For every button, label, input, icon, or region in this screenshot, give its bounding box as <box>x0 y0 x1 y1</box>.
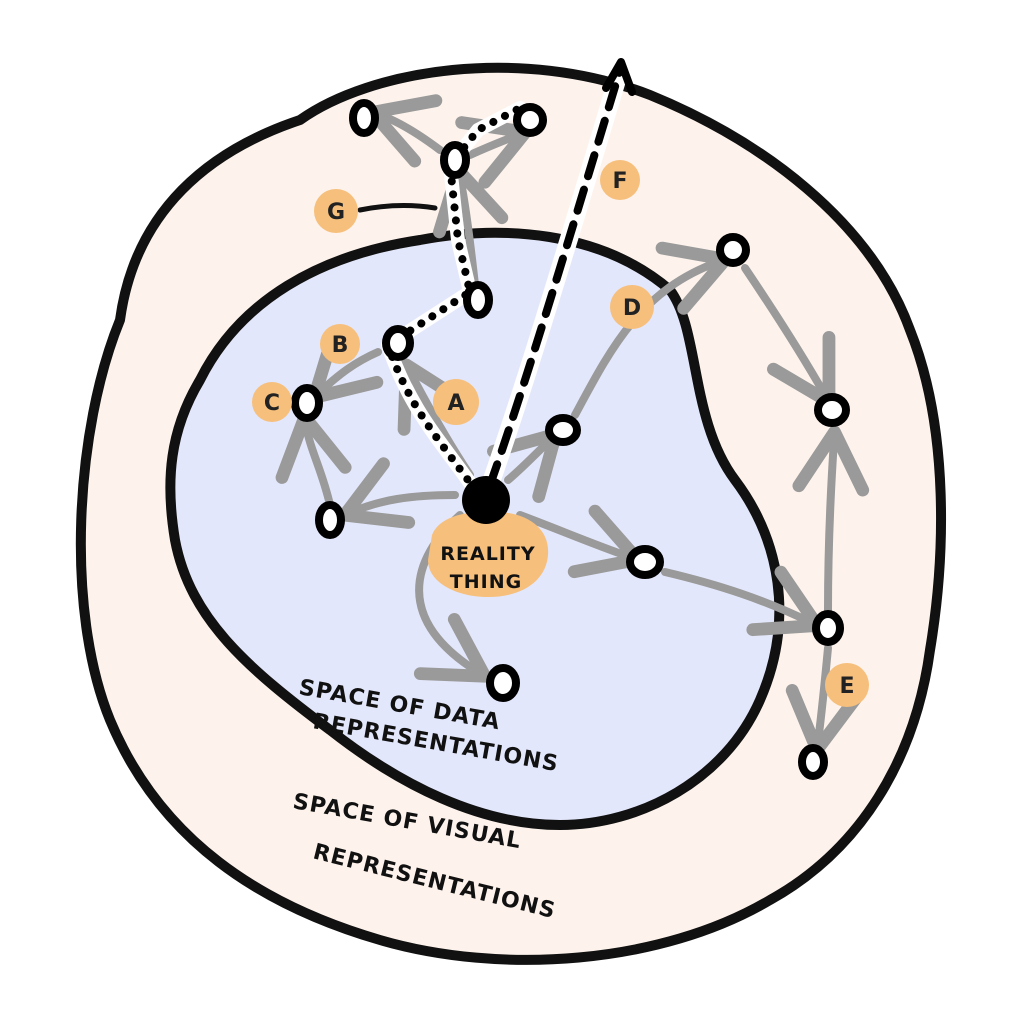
reality-thing-label-line2: THING <box>450 571 522 593</box>
badge-g-label: G <box>327 200 345 225</box>
arrow-top-right-to-right <box>741 264 836 409</box>
badge-e-label: E <box>839 674 854 699</box>
node-d-path <box>545 414 581 446</box>
reality-thing-label-line1: REALITY <box>440 543 535 565</box>
arrow-upper-to-top-right <box>455 116 532 189</box>
chevron-f-arrowhead <box>602 58 636 96</box>
node-mid-right <box>626 545 664 579</box>
arrow-upper-to-top-left <box>366 94 444 168</box>
node-top-left <box>349 99 379 137</box>
nodes <box>291 99 850 780</box>
node-left <box>315 501 345 539</box>
chevron-path-f <box>481 58 636 494</box>
node-top-far-right <box>716 233 750 267</box>
dotted-path-g <box>381 101 527 497</box>
node-bottom-right <box>798 744 828 780</box>
badge-b: B <box>320 324 360 364</box>
badge-e: E <box>825 663 869 707</box>
node-top-right <box>513 103 547 137</box>
node-inner-top <box>463 281 493 319</box>
arrow-center-to-d-node <box>487 427 563 503</box>
badge-f-label: F <box>612 169 627 194</box>
node-right <box>814 393 850 427</box>
badge-f: F <box>600 160 640 200</box>
arrow-left-to-c <box>275 410 352 509</box>
arrow-right-low-to-bottom-right <box>785 644 863 757</box>
node-right-low <box>812 610 844 646</box>
badge-c: C <box>252 382 292 422</box>
badge-g-connector <box>357 203 438 213</box>
badges: A B C D E F G <box>252 160 869 707</box>
reality-thing-blob <box>428 511 549 598</box>
node-upper <box>440 141 470 179</box>
badge-b-label: B <box>332 333 349 358</box>
arrow-right-low-to-right <box>792 425 870 614</box>
arrow-mid-right-to-right-low <box>661 565 824 637</box>
node-c <box>291 384 323 422</box>
node-bottom <box>486 664 520 702</box>
arrow-b-to-c <box>307 329 384 404</box>
badge-g: G <box>314 189 358 233</box>
node-b <box>382 325 414 361</box>
badge-d-label: D <box>623 296 641 321</box>
arrow-center-to-left <box>338 457 459 529</box>
badge-d: D <box>610 285 654 329</box>
reality-thing-node <box>462 476 510 524</box>
badge-a: A <box>433 379 479 425</box>
badge-a-label: A <box>447 391 464 416</box>
arrow-center-to-mid-right <box>516 504 644 579</box>
arrow-inner-node-to-upper <box>433 163 509 289</box>
badge-c-label: C <box>264 391 280 416</box>
